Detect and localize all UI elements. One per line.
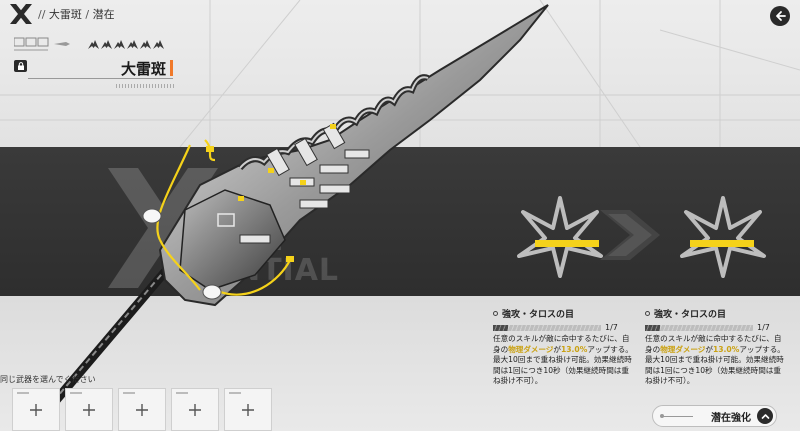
lock-button[interactable] [14,60,27,72]
desc-after: アップする。最大10回まで重ね掛け可能。効果継続時間は1回につき10秒（効果継続… [493,344,633,386]
slot-topline [17,392,29,394]
skill-name: 強攻・タロスの目 [502,310,575,320]
plus-icon [83,403,95,416]
desc-highlight-damage: 物理ダメージ [660,344,706,354]
enhance-button[interactable]: 潜在強化 [652,405,777,427]
plus-icon [30,403,42,416]
breadcrumb-separator: / [85,8,90,21]
enhance-rail [660,414,693,418]
watermark-line2: TENTIAL [192,253,340,288]
material-slot[interactable] [224,388,272,431]
rank-star-icon [114,40,125,49]
skill-level-bar [645,324,753,331]
rank-stars [88,40,164,49]
skill-level-text: 1/7 [757,323,770,332]
plus-icon [136,403,148,416]
weapon-name: 大雷斑 [120,60,166,78]
material-slot[interactable] [118,388,166,431]
material-slot[interactable] [171,388,219,431]
rank-star-icon [153,40,164,49]
enhance-label: 潜在強化 [711,412,751,424]
back-button[interactable] [770,6,790,26]
skill-level-fill [645,324,661,331]
skill-title: 強攻・タロスの目 [493,307,635,320]
skill-level-bar [493,324,601,331]
material-slots [12,388,272,431]
breadcrumb: // 大雷斑 / 潜在 [38,6,115,22]
bullet-icon [645,311,650,316]
name-accent-bar [170,60,173,76]
skill-title: 強攻・タロスの目 [645,307,787,320]
desc-highlight-value: 13.0% [560,344,588,354]
shuriken-icon [680,196,766,278]
skill-level-row: 1/7 [645,323,787,332]
back-arrow-icon [776,11,786,21]
breadcrumb-prefix: // [38,8,46,21]
bullet-icon [493,311,498,316]
skill-card-next: 強攻・タロスの目 1/7 任意のスキルが敵に命中するたびに、自身の物理ダメージが… [645,307,787,387]
slot-topline [176,392,188,394]
rank-star-icon [88,40,99,49]
desc-highlight-damage: 物理ダメージ [508,344,554,354]
plus-icon [242,403,254,416]
skill-level-row: 1/7 [493,323,635,332]
skill-description: 任意のスキルが敵に命中するたびに、自身の物理ダメージが13.0%アップする。最大… [493,334,635,387]
material-slot[interactable] [65,388,113,431]
rank-star-icon [127,40,138,49]
potential-node-next[interactable] [668,190,778,280]
desc-before: 任意のスキルが敵に命中するたびに、自身の [493,334,630,354]
shuriken-icon [517,196,603,278]
material-slot[interactable] [12,388,60,431]
desc-after: アップする。最大10回まで重ね掛け可能。効果継続時間は1回につき10秒（効果継続… [645,344,785,386]
chevron-up-icon [757,408,773,424]
skill-description: 任意のスキルが敵に命中するたびに、自身の物理ダメージが13.0%アップする。最大… [645,334,787,387]
potential-node-current[interactable] [505,190,615,280]
desc-middle: が [553,344,561,354]
skill-level-hatch [645,324,753,331]
x-logo-icon [10,4,32,24]
skill-level-fill [493,324,509,331]
desc-highlight-value: 13.0% [712,344,740,354]
desc-before: 任意のスキルが敵に命中するたびに、自身の [645,334,782,354]
desc-middle: が [705,344,713,354]
progress-arrow-icon [600,210,660,260]
slot-topline [70,392,82,394]
barcode-strip [116,84,174,88]
panel-decoration-icon [14,37,70,51]
skill-level-hatch [493,324,601,331]
breadcrumb-section: 潜在 [92,8,115,21]
rank-star-icon [101,40,112,49]
breadcrumb-weapon[interactable]: 大雷斑 [48,8,82,21]
skill-name: 強攻・タロスの目 [654,310,727,320]
rank-star-icon [140,40,151,49]
material-instruction: 同じ武器を選んでください [0,375,96,384]
skill-card-current: 強攻・タロスの目 1/7 任意のスキルが敵に命中するたびに、自身の物理ダメージが… [493,307,635,387]
slot-topline [229,392,241,394]
slot-topline [123,392,135,394]
lock-icon [17,62,24,70]
name-underline [28,78,173,79]
skill-level-text: 1/7 [605,323,618,332]
plus-icon [189,403,201,416]
watermark-text: ON TENTIAL [192,226,339,286]
